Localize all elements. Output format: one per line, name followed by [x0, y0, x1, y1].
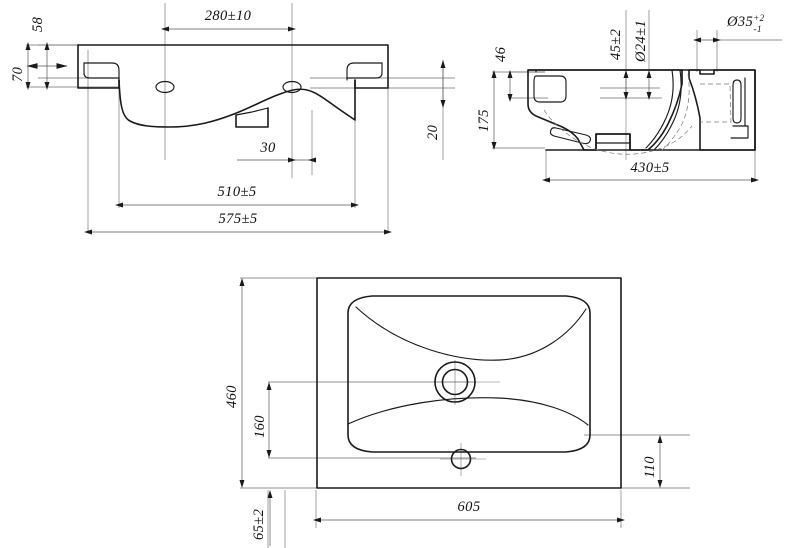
dim-label-280: 280±10: [205, 8, 252, 24]
dim-section-45: 45±2: [608, 29, 629, 100]
dim-label-d35: Ø35+2-1: [726, 13, 765, 34]
dim-front-70: 70: [10, 42, 31, 90]
dim-label-58: 58: [30, 16, 46, 32]
dim-label-30: 30: [259, 140, 276, 156]
plan-view: 460 160 110 65±2 605: [224, 277, 690, 548]
dim-plan-65: 65±2: [251, 490, 273, 546]
dim-section-d24: Ø24±1: [633, 20, 652, 100]
dim-section-430: 430±5: [542, 160, 759, 183]
dim-plan-605: 605: [313, 499, 625, 523]
dim-section-175: 175: [476, 70, 497, 150]
front-elevation-view: 58 70 280±10 30 20: [10, 3, 455, 235]
dim-front-510: 510±5: [115, 184, 359, 208]
plan-tap-hole: [450, 448, 472, 470]
plan-bowl-outline: [347, 295, 591, 453]
plan-outer-rectangle: [316, 277, 622, 489]
plan-upper-sweep: [355, 306, 587, 361]
dim-label-65: 65±2: [251, 509, 267, 540]
plan-drain-hole: [434, 361, 476, 403]
dim-label-d24: Ø24±1: [633, 20, 649, 63]
dim-label-160: 160: [252, 415, 268, 438]
dim-section-46: 46: [493, 46, 513, 102]
dim-plan-460: 460: [224, 278, 245, 488]
dim-front-58: 58: [26, 16, 68, 90]
side-section-view: 46 175 45±2 Ø24±1 Ø: [476, 10, 782, 183]
section-extension-lines: [492, 10, 782, 182]
dim-label-605: 605: [458, 499, 481, 515]
dim-label-510: 510±5: [218, 184, 257, 200]
dim-front-20: 20: [425, 60, 446, 140]
dim-label-110: 110: [642, 456, 658, 478]
dim-label-460: 460: [224, 385, 240, 408]
dim-front-30: 30: [237, 140, 316, 163]
dim-label-575: 575±5: [219, 211, 258, 227]
dim-label-175: 175: [476, 109, 492, 132]
dim-plan-110: 110: [642, 435, 663, 488]
dim-label-46: 46: [493, 46, 509, 62]
dim-label-430: 430±5: [631, 160, 670, 176]
front-tap-hole-right: [282, 80, 302, 94]
dim-front-575: 575±5: [84, 211, 392, 235]
dim-section-d35: Ø35+2-1: [693, 13, 765, 43]
dim-label-70: 70: [10, 66, 26, 82]
dim-label-45: 45±2: [608, 29, 624, 60]
dim-label-20: 20: [425, 124, 441, 140]
dim-front-280: 280±10: [161, 8, 296, 32]
front-tap-hole-left: [155, 80, 175, 94]
plan-lower-sweep: [347, 397, 589, 426]
dim-plan-160: 160: [252, 382, 272, 458]
